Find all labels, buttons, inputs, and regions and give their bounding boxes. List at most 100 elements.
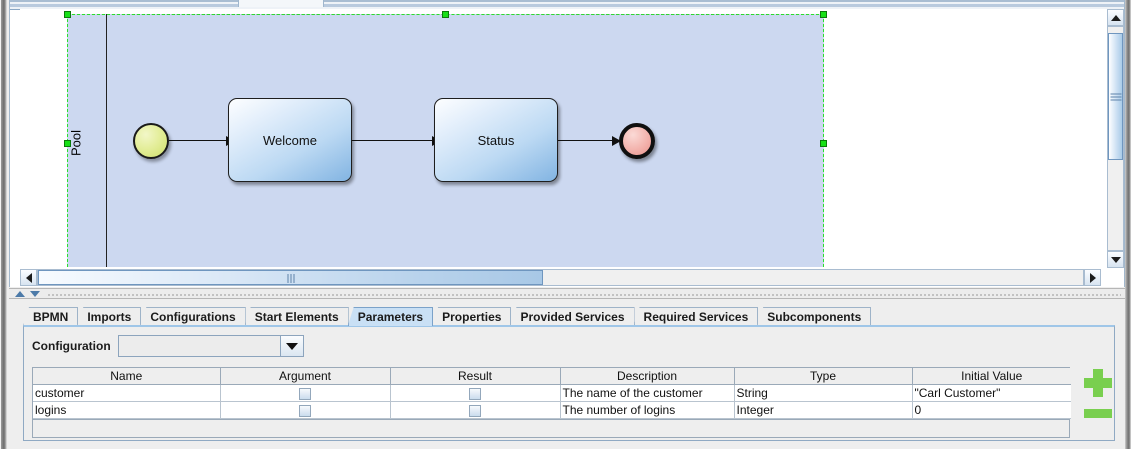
tab-label: Parameters: [357, 310, 424, 324]
task-label-welcome: Welcome: [263, 132, 317, 148]
chevron-down-icon: [285, 342, 298, 350]
split-pane-divider[interactable]: [9, 288, 1125, 299]
checkbox-unchecked-icon[interactable]: [469, 387, 481, 400]
parameters-tab-content: Configuration Name: [23, 325, 1115, 441]
selection-handle-middle-left[interactable]: [64, 140, 71, 147]
tab-start-elements[interactable]: Start Elements: [244, 307, 349, 326]
horizontal-thumb-grip: [286, 271, 295, 285]
configuration-dropdown-button[interactable]: [279, 336, 303, 356]
pool-header-band: Pool: [67, 14, 107, 267]
cell-argument-checkbox[interactable]: [220, 401, 391, 419]
tab-label: Imports: [87, 310, 132, 324]
checkbox-unchecked-icon[interactable]: [299, 404, 311, 417]
configuration-label: Configuration: [32, 339, 111, 353]
canvas-horizontal-scrollbar[interactable]: [20, 269, 1101, 286]
bpmn-task-status[interactable]: Status: [434, 98, 558, 182]
divider-collapse-down-button[interactable]: [28, 290, 41, 298]
bpmn-canvas[interactable]: Pool Welcome: [20, 9, 1118, 267]
vertical-thumb-grip: [1110, 91, 1121, 102]
tab-subcomponents[interactable]: Subcomponents: [757, 307, 872, 326]
checkbox-unchecked-icon[interactable]: [469, 404, 481, 417]
bpmn-arrowhead-end: [612, 136, 621, 146]
parameters-grid: Name Argument Result Description Type In…: [33, 368, 1071, 419]
column-header-result[interactable]: Result: [390, 368, 561, 385]
bpmn-sequence-flow-welcome-status[interactable]: [352, 140, 434, 141]
task-label-status: Status: [477, 132, 515, 148]
cell-result-checkbox[interactable]: [390, 384, 561, 402]
scroll-down-arrow-button[interactable]: [1107, 251, 1124, 268]
bpmn-start-event[interactable]: [133, 123, 169, 159]
tab-bpmn[interactable]: BPMN: [23, 307, 79, 326]
window-left-gutter: [0, 0, 9, 449]
tab-configurations[interactable]: Configurations: [140, 307, 246, 326]
configuration-row: Configuration: [32, 335, 304, 357]
cell-description[interactable]: The number of logins: [560, 401, 735, 419]
parameters-table[interactable]: Name Argument Result Description Type In…: [32, 367, 1071, 438]
tab-label: Required Services: [643, 310, 749, 324]
checkbox-unchecked-icon[interactable]: [299, 387, 311, 400]
triangle-up-icon: [14, 291, 25, 297]
cell-type[interactable]: Integer: [734, 401, 913, 419]
horizontal-scroll-track[interactable]: [37, 269, 1084, 286]
bpmn-task-welcome[interactable]: Welcome: [228, 98, 352, 182]
column-header-argument[interactable]: Argument: [220, 368, 391, 385]
properties-tabbed-pane: BPMN Imports Configurations Start Elemen…: [9, 299, 1125, 449]
tab-label: Properties: [442, 310, 502, 324]
column-header-name[interactable]: Name: [33, 368, 221, 385]
window-right-gutter: [1125, 0, 1131, 449]
configuration-combobox-value[interactable]: [118, 336, 280, 356]
cell-result-checkbox[interactable]: [390, 401, 561, 419]
bpmn-end-event[interactable]: [619, 123, 655, 159]
cell-name[interactable]: logins: [33, 401, 221, 419]
canvas-vertical-scrollbar[interactable]: [1107, 9, 1124, 268]
configuration-combobox[interactable]: [117, 335, 304, 357]
tab-provided-services[interactable]: Provided Services: [510, 307, 635, 326]
chevron-down-icon: [1110, 256, 1121, 263]
scroll-right-arrow-button[interactable]: [1084, 269, 1101, 286]
column-header-description[interactable]: Description: [560, 368, 735, 385]
divider-collapse-up-button[interactable]: [13, 290, 26, 298]
partial-tab-above: [238, 0, 324, 7]
selection-handle-top-left[interactable]: [64, 11, 71, 18]
remove-parameter-button[interactable]: [1084, 409, 1112, 418]
diagram-editor-panel: Pool Welcome: [9, 0, 1125, 287]
column-header-type[interactable]: Type: [734, 368, 913, 385]
vertical-scroll-thumb[interactable]: [1108, 33, 1123, 160]
tab-properties[interactable]: Properties: [432, 307, 512, 326]
cell-type[interactable]: String: [734, 384, 913, 402]
bpmn-sequence-flow-start-welcome[interactable]: [169, 140, 228, 141]
cell-initial-value[interactable]: "Carl Customer": [912, 384, 1071, 402]
tab-label: Start Elements: [254, 310, 339, 324]
vertical-scroll-track[interactable]: [1107, 26, 1124, 251]
cell-initial-value[interactable]: 0: [912, 401, 1071, 419]
table-header-row: Name Argument Result Description Type In…: [33, 368, 1071, 385]
add-parameter-button[interactable]: [1084, 369, 1112, 397]
selection-handle-top-center[interactable]: [442, 11, 449, 18]
horizontal-scroll-thumb[interactable]: [38, 270, 543, 285]
triangle-down-icon: [29, 291, 40, 297]
tab-label: BPMN: [33, 310, 69, 324]
column-header-initial-value[interactable]: Initial Value: [912, 368, 1071, 385]
tab-label: Configurations: [150, 310, 236, 324]
scroll-up-arrow-button[interactable]: [1107, 9, 1124, 26]
selection-handle-top-right[interactable]: [820, 11, 827, 18]
chevron-left-icon: [25, 272, 32, 283]
cell-name[interactable]: customer: [33, 384, 221, 402]
scroll-left-arrow-button[interactable]: [20, 269, 37, 286]
chevron-right-icon: [1089, 272, 1096, 283]
table-row[interactable]: customer The name of the customer String…: [33, 384, 1071, 402]
divider-grip-dots: [47, 293, 1121, 296]
tab-parameters[interactable]: Parameters: [347, 307, 434, 326]
chevron-up-icon: [1110, 14, 1121, 21]
tab-imports[interactable]: Imports: [77, 307, 142, 326]
cell-description[interactable]: The name of the customer: [560, 384, 735, 402]
tab-required-services[interactable]: Required Services: [633, 307, 759, 326]
table-empty-area: [33, 419, 1069, 437]
bpmn-sequence-flow-status-end[interactable]: [558, 140, 616, 141]
cell-argument-checkbox[interactable]: [220, 384, 391, 402]
tab-strip: BPMN Imports Configurations Start Elemen…: [23, 306, 872, 326]
table-row[interactable]: logins The number of logins Integer 0: [33, 401, 1071, 419]
tab-label: Subcomponents: [767, 310, 862, 324]
selection-handle-middle-right[interactable]: [820, 140, 827, 147]
